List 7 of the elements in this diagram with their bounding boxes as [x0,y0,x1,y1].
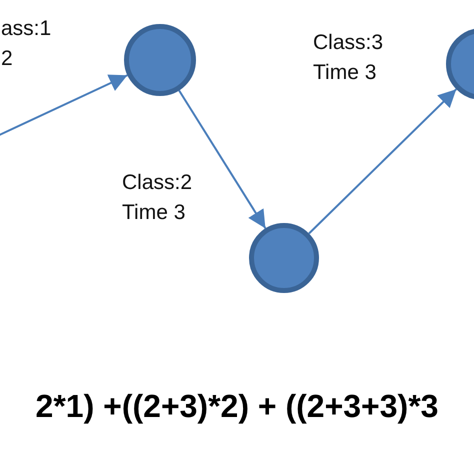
formula-text: 2*1) +((2+3)*2) + ((2+3+3)*3 [34,388,440,425]
edge-label: Class:3 Time 3 [313,30,384,86]
arrow [178,90,266,229]
arrow [308,88,457,234]
edge-label: ass:1 2 [1,16,52,72]
arrow [0,74,128,138]
edge-label: Class:2 Time 3 [122,170,194,226]
